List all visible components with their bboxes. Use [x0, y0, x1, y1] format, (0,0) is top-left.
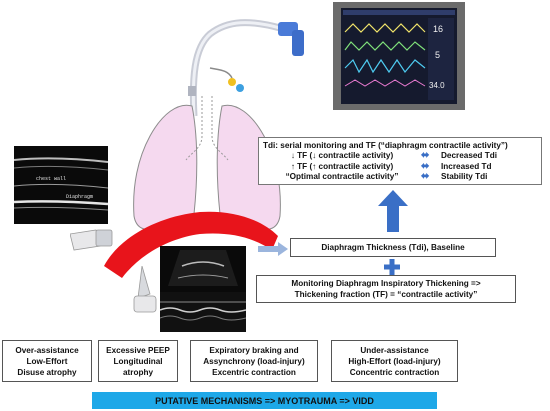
- monitor-value-2: 5: [435, 50, 440, 60]
- putative-mechanisms-banner: PUTATIVE MECHANISMS => MYOTRAUMA => VIDD: [92, 392, 437, 409]
- endotracheal-tube-image: [188, 19, 304, 117]
- us-label-diaphragm: Diaphragm: [66, 194, 93, 200]
- monitoring-line-1: Monitoring Diaphragm Inspiratory Thicken…: [291, 279, 481, 288]
- monitoring-thickening-box: Monitoring Diaphragm Inspiratory Thicken…: [256, 275, 516, 303]
- mechanism-line: Assynchrony (load-injury): [203, 356, 305, 366]
- mechanism-box-excessive-peep: Excessive PEEP Longitudinal atrophy: [98, 340, 178, 382]
- mechanism-box-over-assistance: Over-assistance Low-Effort Disuse atroph…: [2, 340, 92, 382]
- plus-icon: [384, 259, 400, 275]
- ventilator-monitor-image: 16 5 34.0: [333, 2, 465, 110]
- mechanism-line: Concentric contraction: [349, 367, 440, 377]
- mechanism-line: Under-assistance: [360, 345, 429, 355]
- connector-arrow: [258, 242, 288, 256]
- ultrasound-probe-right: [133, 266, 157, 313]
- mechanism-line: Over-assistance: [15, 345, 79, 355]
- mechanism-line: Longitudinal: [113, 356, 163, 366]
- baseline-box: Diaphragm Thickness (Tdi), Baseline: [290, 238, 496, 257]
- tdi-row: ↓ TF (↓ contractile activity) ⬌ Decrease…: [263, 150, 537, 162]
- ultrasound-image-chest-wall: chest wall Diaphragm: [14, 146, 108, 224]
- monitoring-line-2: Thickening fraction (TF) = “contractile …: [294, 290, 478, 299]
- mechanism-line: Excessive PEEP: [106, 345, 170, 355]
- diaphragm-illustration: [104, 211, 278, 278]
- mechanism-box-expiratory-braking: Expiratory braking and Assynchrony (load…: [190, 340, 318, 382]
- baseline-label: Diaphragm Thickness (Tdi), Baseline: [321, 243, 465, 252]
- up-arrow-icon: [378, 190, 408, 232]
- double-arrow-icon: ⬌: [421, 160, 430, 172]
- tdi-row-condition: ↓ TF (↓ contractile activity): [290, 151, 394, 160]
- tdi-row-outcome: Decreased Tdi: [441, 151, 497, 160]
- tdi-row-outcome: Increased Td: [441, 161, 492, 171]
- tdi-row: “Optimal contractile activity” ⬌ Stabili…: [263, 171, 537, 183]
- mechanism-line: Excentric contraction: [212, 367, 296, 377]
- tdi-row-condition: “Optimal contractile activity”: [285, 172, 399, 181]
- double-arrow-icon: ⬌: [421, 150, 430, 161]
- monitor-value-3: 34.0: [429, 81, 445, 90]
- ultrasound-image-m-mode: [160, 246, 246, 332]
- tdi-monitoring-title: Tdi: serial monitoring and TF (“diaphrag…: [263, 141, 508, 150]
- tdi-row-outcome: Stability Tdi: [441, 172, 488, 181]
- ultrasound-probe-left: [70, 229, 113, 251]
- monitor-value-1: 16: [433, 24, 443, 34]
- double-arrow-icon: ⬌: [421, 171, 430, 182]
- mechanism-line: Expiratory braking and: [209, 345, 299, 355]
- tdi-row-condition: ↑ TF (↑ contractile activity): [290, 161, 394, 171]
- banner-label: PUTATIVE MECHANISMS => MYOTRAUMA => VIDD: [155, 395, 374, 406]
- mechanism-line: atrophy: [122, 367, 154, 377]
- us-label-chest-wall: chest wall: [36, 176, 66, 182]
- tdi-monitoring-box: Tdi: serial monitoring and TF (“diaphrag…: [258, 137, 542, 185]
- lungs-illustration: [133, 96, 281, 230]
- mechanism-line: Disuse atrophy: [17, 367, 77, 377]
- mechanism-box-under-assistance: Under-assistance High-Effort (load-injur…: [331, 340, 458, 382]
- mechanism-line: High-Effort (load-injury): [348, 356, 441, 366]
- mechanism-line: Low-Effort: [26, 356, 68, 366]
- tdi-row: ↑ TF (↑ contractile activity) ⬌ Increase…: [263, 160, 537, 173]
